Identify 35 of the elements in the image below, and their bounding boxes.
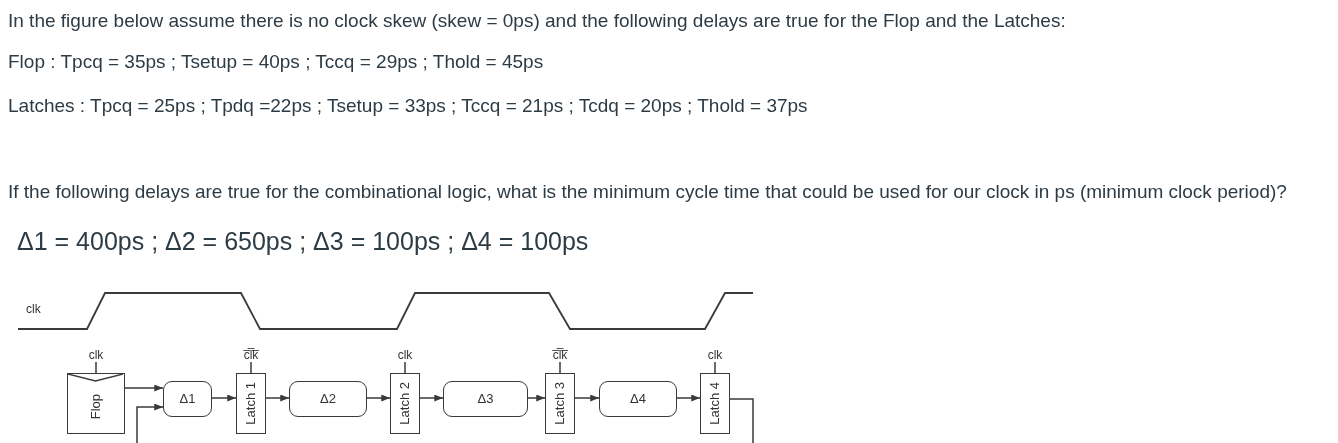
logic-block: Δ3	[443, 381, 528, 417]
latch-box: Latch 3	[545, 373, 575, 434]
signal-label: clk	[84, 346, 108, 362]
signal-label: clk	[703, 346, 727, 362]
wire	[729, 398, 754, 443]
logic-block: Δ2	[289, 381, 367, 417]
wire	[404, 361, 406, 374]
logic-block: Δ4	[599, 381, 677, 417]
latch-box: Latch 4	[700, 373, 730, 434]
question-text: In the figure below assume there is no clock skew (skew = 0ps) and the following delays are true for the Flop and the Latches:	[8, 10, 1066, 33]
arrow	[527, 394, 546, 402]
arrow	[366, 394, 391, 402]
flip-flop-box: Flop	[67, 373, 125, 434]
arrow	[136, 403, 164, 443]
logic-block: Δ1	[163, 381, 212, 417]
arrow	[211, 394, 237, 402]
latch-box: Latch 2	[390, 373, 420, 434]
wire	[714, 361, 716, 374]
signal-label: clk	[26, 302, 41, 317]
arrow	[419, 394, 444, 402]
latch-box: Latch 1	[236, 373, 266, 434]
wire	[559, 361, 561, 374]
delay-spec: Latches : Tpcq = 25ps ; Tpdq =22ps ; Tsetup = 33ps ; Tccq = 21ps ; Tcdq = 20ps ; Thold = 37ps	[8, 95, 808, 118]
delay-spec: Flop : Tpcq = 35ps ; Tsetup = 40ps ; Tccq = 29ps ; Thold = 45ps	[8, 51, 544, 74]
wire	[95, 361, 97, 374]
signal-label: c̅l̅k̅	[239, 344, 263, 362]
arrow	[265, 394, 290, 402]
arrow	[574, 394, 600, 402]
arrow	[124, 384, 164, 392]
question-text: If the following delays are true for the combinational logic, what is the minimum cycle time that could be used for our clock in ps (minimum clock period)?	[8, 181, 1287, 204]
arrow	[676, 394, 701, 402]
wire	[250, 361, 252, 374]
signal-label: c̅l̅k̅	[548, 344, 572, 362]
signal-label: clk	[393, 346, 417, 362]
delay-values: Δ1 = 400ps ; Δ2 = 650ps ; Δ3 = 100ps ; Δ4 = 100ps	[17, 226, 589, 256]
